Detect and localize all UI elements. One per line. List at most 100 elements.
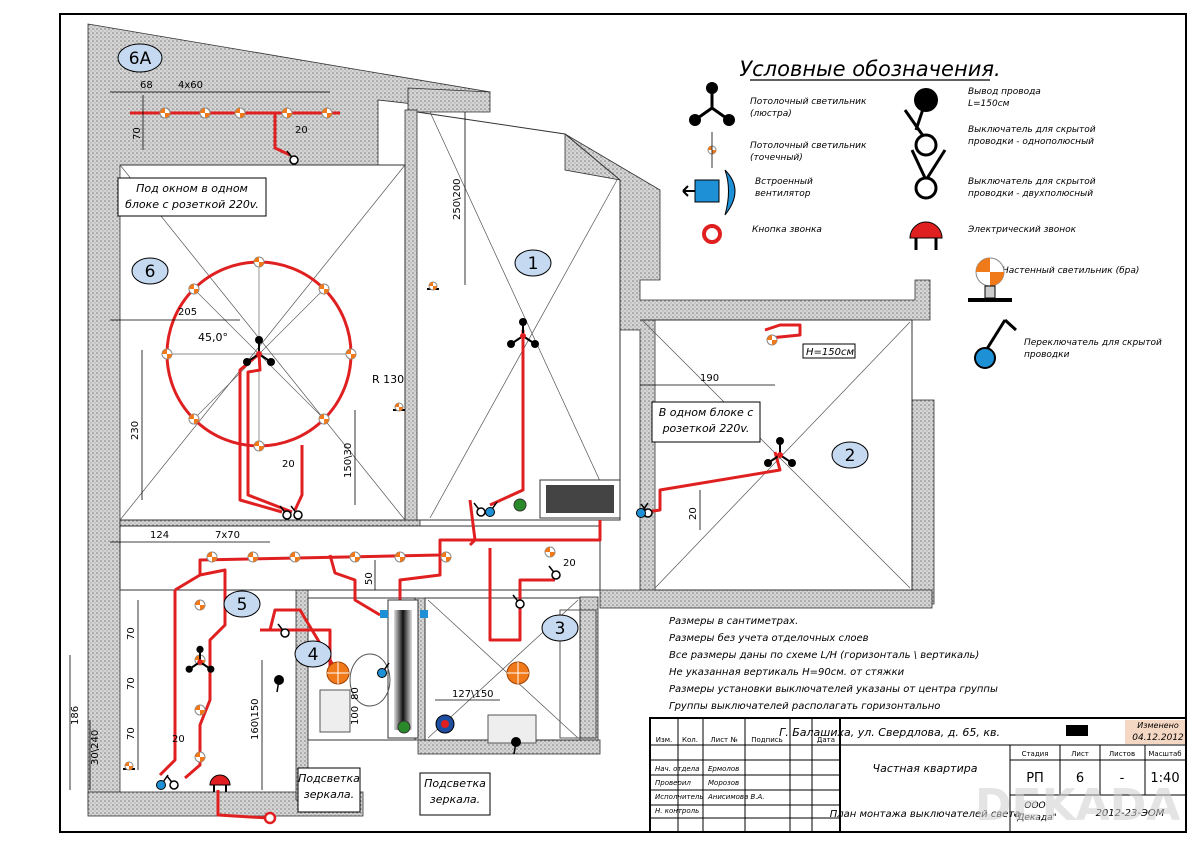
label: Листов <box>1109 750 1135 758</box>
double-switch-icon <box>910 149 947 200</box>
label: 20 <box>563 558 576 569</box>
toggle-switch-icon <box>156 774 169 790</box>
room-outlines <box>119 111 913 741</box>
legend-text: проводки - двухполюсный <box>968 189 1093 199</box>
staff-role: Нач. отдела <box>655 765 699 773</box>
room-number-label: 6 <box>145 262 156 282</box>
label: 70 <box>126 627 137 640</box>
room-3-badge: 3 <box>541 614 579 642</box>
label: 20 <box>282 459 295 470</box>
wire-output-icon <box>274 675 284 693</box>
spotlight-icon <box>188 283 200 295</box>
legend-text: проводки - однополюсный <box>968 137 1094 147</box>
label: 80 <box>350 687 361 700</box>
label: 160\150 <box>250 698 261 740</box>
spotlight-icon <box>318 283 330 295</box>
label: 127\150 <box>452 689 494 700</box>
legend-text: (люстра) <box>750 109 792 119</box>
label: 68 <box>140 80 153 91</box>
note-text: Размеры без учета отделочных слоев <box>669 632 869 644</box>
legend-item: Выключатель для скрытой проводки - двухпо… <box>968 177 1096 199</box>
wall-partition-6-1 <box>404 109 418 521</box>
symbols <box>123 107 796 825</box>
callout-text: Подсветка <box>298 772 360 785</box>
label: 50 <box>364 572 375 585</box>
legend-item: Потолочный светильник(точечный) <box>750 141 867 163</box>
single-switch-icon <box>277 623 290 638</box>
note-text: Группы выключателей располагать горизонт… <box>669 701 940 712</box>
spotlight-icon <box>544 546 556 558</box>
label: 230 <box>130 421 141 440</box>
note-text: Не указанная вертикаль H=90см. от стяжки <box>669 667 905 678</box>
legend-text: L=150см <box>968 99 1010 109</box>
label: 20 <box>688 507 699 520</box>
label: Кол. <box>682 736 698 744</box>
legend-text: Выключатель для скрытой <box>968 125 1096 135</box>
legend-title: Условные обозначения. <box>739 57 1000 81</box>
org-line2: "Декада" <box>1013 813 1057 823</box>
toggle-switch-icon <box>377 662 390 678</box>
legend-text: Переключатель для скрытой <box>1024 338 1162 348</box>
ceiling-lamp-icon <box>326 661 350 685</box>
label: Изм. <box>656 736 672 744</box>
bell-button-icon <box>263 811 277 825</box>
bell-button-icon <box>702 224 722 244</box>
staff-role: Проверил <box>655 779 691 787</box>
legend-text: Кнопка звонка <box>752 225 822 235</box>
toggle-switch-icon <box>974 318 1018 369</box>
label: Подпись <box>751 736 783 744</box>
single-switch-icon <box>286 150 299 165</box>
legend-text: Выключатель для скрытой <box>968 177 1096 187</box>
spotlight-icon <box>159 107 171 119</box>
legend-text: Вывод провода <box>968 87 1041 97</box>
legend-item: Электрический звонок <box>967 225 1077 235</box>
single-switch-icon <box>290 505 303 520</box>
wire-output-icon <box>511 737 521 755</box>
spotlight-icon <box>394 551 406 563</box>
fan-icon <box>682 169 736 216</box>
callout-text: Под окном в одном <box>136 182 248 195</box>
legend: Условные обозначения. Потолочный светильн… <box>682 57 1162 369</box>
wall-lamp-icon <box>968 257 1012 302</box>
room-5-badge: 5 <box>223 590 261 618</box>
chandelier-icon <box>185 645 215 673</box>
sheet-title: План монтажа выключателей света <box>830 809 1021 820</box>
toggle-switch-icon <box>485 501 498 517</box>
label: 70 <box>126 727 137 740</box>
single-switch-icon <box>166 775 179 790</box>
callout-text: зеркала. <box>430 793 480 806</box>
label: 250\200 <box>452 178 463 220</box>
bell-icon <box>209 774 231 792</box>
single-switch-icon <box>548 565 561 580</box>
wall-lamp-icon <box>393 402 405 412</box>
legend-item: Настенный светильник (бра) <box>1002 266 1139 276</box>
staff-name: Морозов <box>708 779 739 787</box>
note-text: Размеры в сантиметрах. <box>669 616 798 627</box>
notes: Размеры в сантиметрах. Размеры без учета … <box>669 616 998 712</box>
spotlight-icon <box>194 704 206 716</box>
room-1-badge: 1 <box>514 249 552 277</box>
label: 20 <box>295 125 308 136</box>
wall-mid-6 <box>119 519 421 527</box>
legend-text: Встроенный <box>755 177 813 187</box>
spotlight-icon <box>707 132 717 168</box>
toggle-switch-icon <box>636 502 649 518</box>
spotlight-icon <box>199 107 211 119</box>
org-line1: ООО <box>1024 801 1045 811</box>
spotlight-icon <box>194 599 206 611</box>
wall-lamp-icon <box>123 761 135 771</box>
chandelier-icon <box>689 82 735 126</box>
legend-text: Настенный светильник (бра) <box>1002 266 1139 276</box>
staff-role: Н. контроль <box>655 807 699 815</box>
wall-3-right <box>579 596 599 746</box>
label: R 130 <box>372 373 404 386</box>
spotlight-icon <box>440 551 452 563</box>
